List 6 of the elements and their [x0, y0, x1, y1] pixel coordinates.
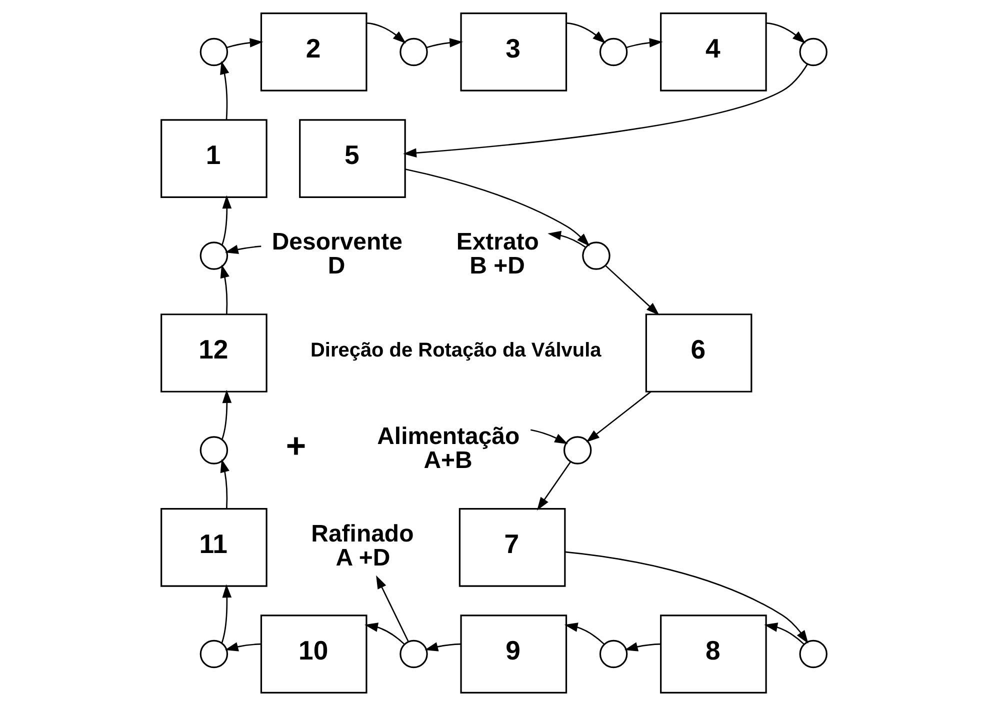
node-text: Extrato B +D — [456, 228, 539, 280]
node-text: Rafinado A +D — [311, 520, 414, 572]
node-text: Desorvente D — [272, 228, 402, 280]
label: Direção de Rotação da Válvula — [310, 339, 602, 362]
node-text: Alimentação A+B — [377, 423, 520, 474]
label: + — [286, 427, 306, 466]
